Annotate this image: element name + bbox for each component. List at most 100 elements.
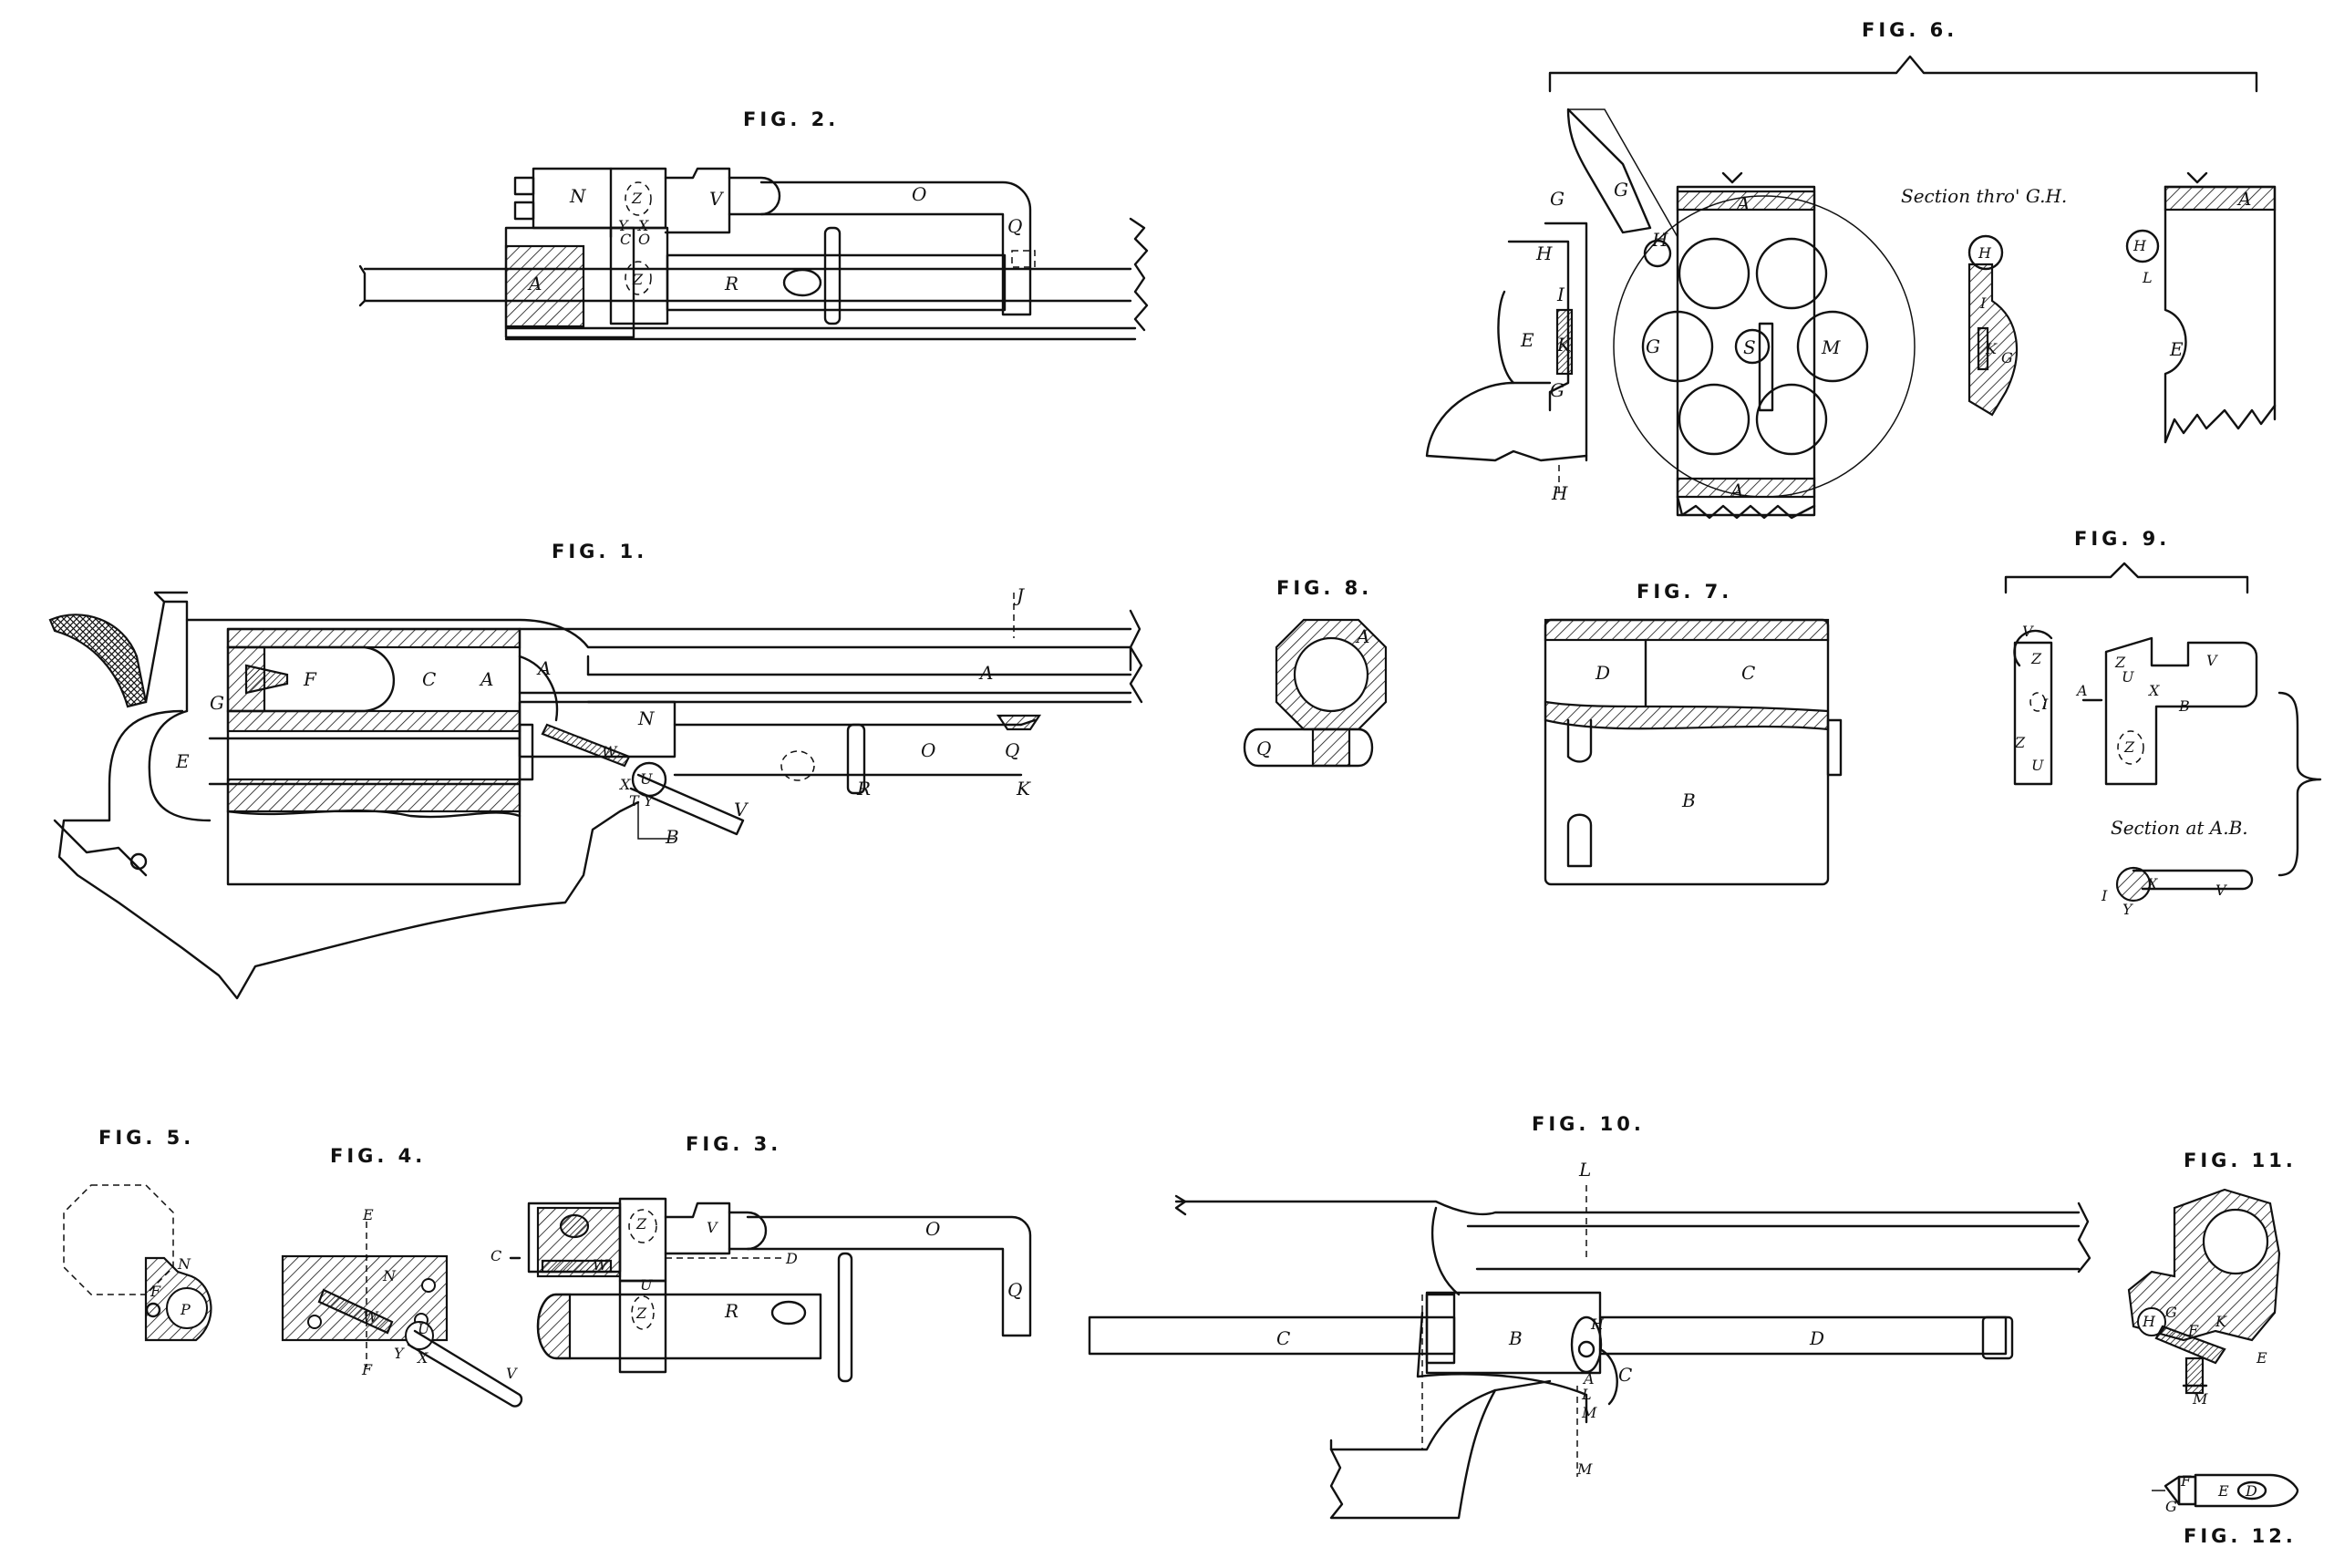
fig3-label-c: C	[491, 1247, 501, 1264]
fig6-label-h2: H	[1535, 242, 1553, 264]
fig6-caption: FIG. 6.	[1862, 19, 1957, 41]
fig8-label-a: A	[1355, 625, 1369, 647]
fig9-label-u1: U	[2031, 757, 2044, 774]
fig11-label-f: F	[2187, 1322, 2199, 1339]
fig9-label-x2: X	[2145, 875, 2158, 892]
figure-8: FIG. 8. A Q	[1243, 577, 1388, 768]
fig1-label-e: E	[175, 750, 190, 772]
fig6-label-k: K	[1556, 334, 1572, 356]
fig7-label-c: C	[1741, 662, 1755, 684]
fig12-caption: FIG. 12.	[2184, 1525, 2297, 1547]
fig6-label-e2: E	[2169, 338, 2184, 360]
fig9-label-y: Y	[2122, 901, 2133, 918]
fig3-label-z1: Z	[635, 1215, 647, 1233]
fig11-label-g: G	[2165, 1304, 2177, 1321]
fig11-caption: FIG. 11.	[2184, 1150, 2297, 1171]
fig6-label-g3: G	[1550, 379, 1565, 401]
fig6-label-h1: H	[1651, 229, 1668, 251]
fig2-label-z1: Z	[631, 190, 643, 207]
fig1-label-v: V	[734, 799, 749, 820]
fig12-label-g: G	[2165, 1498, 2177, 1515]
fig9-label-x1: X	[2147, 682, 2160, 699]
fig2-label-y: Y	[618, 217, 629, 234]
fig12-label-f: F	[2180, 1472, 2192, 1490]
fig6-label-h3: H	[1551, 482, 1568, 504]
fig9-label-u2: U	[2122, 668, 2134, 686]
fig2-label-z2: Z	[632, 271, 644, 288]
fig1-label-w: W	[602, 743, 618, 760]
figure-4: FIG. 4. E N W U Y X F V	[281, 1145, 523, 1408]
fig11-label-k: K	[2215, 1313, 2227, 1330]
fig1-label-a3: A	[978, 662, 993, 684]
fig10-label-m1: M	[1581, 1404, 1597, 1421]
fig2-label-c: C	[620, 231, 631, 248]
fig9-section-note: Section at A.B.	[2111, 817, 2248, 839]
figure-2: FIG. 2. N Z Y X C O V O	[358, 108, 1149, 341]
fig10-label-c2: C	[1618, 1364, 1632, 1386]
fig10-label-c1: C	[1276, 1327, 1290, 1349]
fig8-caption: FIG. 8.	[1276, 577, 1372, 599]
fig11-label-h: H	[2142, 1313, 2156, 1330]
fig5-label-p: P	[180, 1301, 191, 1318]
fig3-label-v: V	[707, 1219, 718, 1236]
fig9-label-v2: V	[2206, 652, 2218, 669]
fig3-label-d: D	[785, 1250, 798, 1267]
fig1-label-k: K	[1016, 778, 1031, 799]
fig10-label-l1: L	[1578, 1159, 1591, 1181]
fig9-label-v3: V	[2215, 882, 2227, 899]
fig1-label-t: T	[629, 792, 640, 810]
fig6-label-a2: A	[1729, 480, 1743, 501]
fig6-label-s: S	[1743, 336, 1756, 358]
fig6-label-m: M	[1821, 336, 1841, 358]
fig6-label-l: L	[2142, 269, 2153, 286]
fig11-label-m: M	[2192, 1390, 2208, 1408]
fig1-caption: FIG. 1.	[552, 541, 647, 562]
fig9-label-i1: I	[2041, 696, 2049, 713]
fig1-label-y: Y	[644, 792, 655, 810]
fig7-caption: FIG. 7.	[1637, 581, 1732, 603]
fig4-label-w: W	[363, 1308, 379, 1326]
fig1-label-r: R	[856, 778, 871, 799]
fig3-label-z2: Z	[635, 1305, 647, 1322]
fig11-label-e: E	[2256, 1349, 2267, 1367]
fig1-label-g: G	[210, 692, 224, 714]
fig10-label-m2: M	[1576, 1460, 1593, 1478]
fig9-label-a: A	[2075, 682, 2088, 699]
fig8-label-q: Q	[1256, 738, 1271, 759]
fig9-label-z2: Z	[2014, 734, 2026, 751]
fig1-label-a2: A	[536, 657, 551, 679]
fig6-label-g1: G	[1550, 188, 1565, 210]
fig6-label-i2: I	[1979, 294, 1987, 312]
fig10-label-h: H	[1590, 1315, 1605, 1333]
fig9-label-z1: Z	[2030, 650, 2042, 667]
fig9-caption: FIG. 9.	[2074, 528, 2170, 550]
fig1-label-u: U	[640, 770, 653, 788]
fig10-label-d: D	[1809, 1327, 1824, 1349]
figure-9: FIG. 9. V Z I Z U Z V U A X B Z Section …	[2004, 528, 2322, 918]
fig3-label-q: Q	[1007, 1279, 1022, 1301]
fig5-label-n: N	[177, 1255, 191, 1273]
figure-12: F G E D FIG. 12.	[2152, 1472, 2299, 1547]
figure-10: FIG. 10. L C B H A L M C D M	[1088, 1113, 2091, 1520]
fig1-label-n: N	[637, 707, 656, 729]
fig7-label-b: B	[1681, 789, 1696, 811]
fig1-label-j: J	[1013, 584, 1025, 606]
fig1-label-x: X	[618, 776, 631, 793]
figure-11: FIG. 11. H G K F E M	[2127, 1150, 2297, 1408]
fig10-label-a: A	[1582, 1370, 1595, 1387]
fig6-label-g4: G	[1646, 335, 1660, 357]
fig1-label-q: Q	[1005, 739, 1019, 761]
figure-7: FIG. 7. D C B	[1544, 581, 1843, 886]
fig4-label-f: F	[361, 1361, 373, 1378]
fig2-label-n: N	[569, 185, 587, 207]
figure-5: FIG. 5. N F P	[63, 1127, 212, 1342]
fig9-label-b: B	[2178, 697, 2190, 715]
fig2-label-o-small: O	[638, 231, 650, 248]
fig6-section-note: Section thro' G.H.	[1901, 185, 2067, 207]
fig6-label-a3: A	[2236, 188, 2251, 210]
fig2-label-a: A	[527, 273, 542, 294]
fig2-caption: FIG. 2.	[743, 108, 839, 130]
fig4-label-v: V	[506, 1365, 518, 1382]
figure-3: FIG. 3. Z V O C W D U Z R Q	[491, 1133, 1032, 1383]
